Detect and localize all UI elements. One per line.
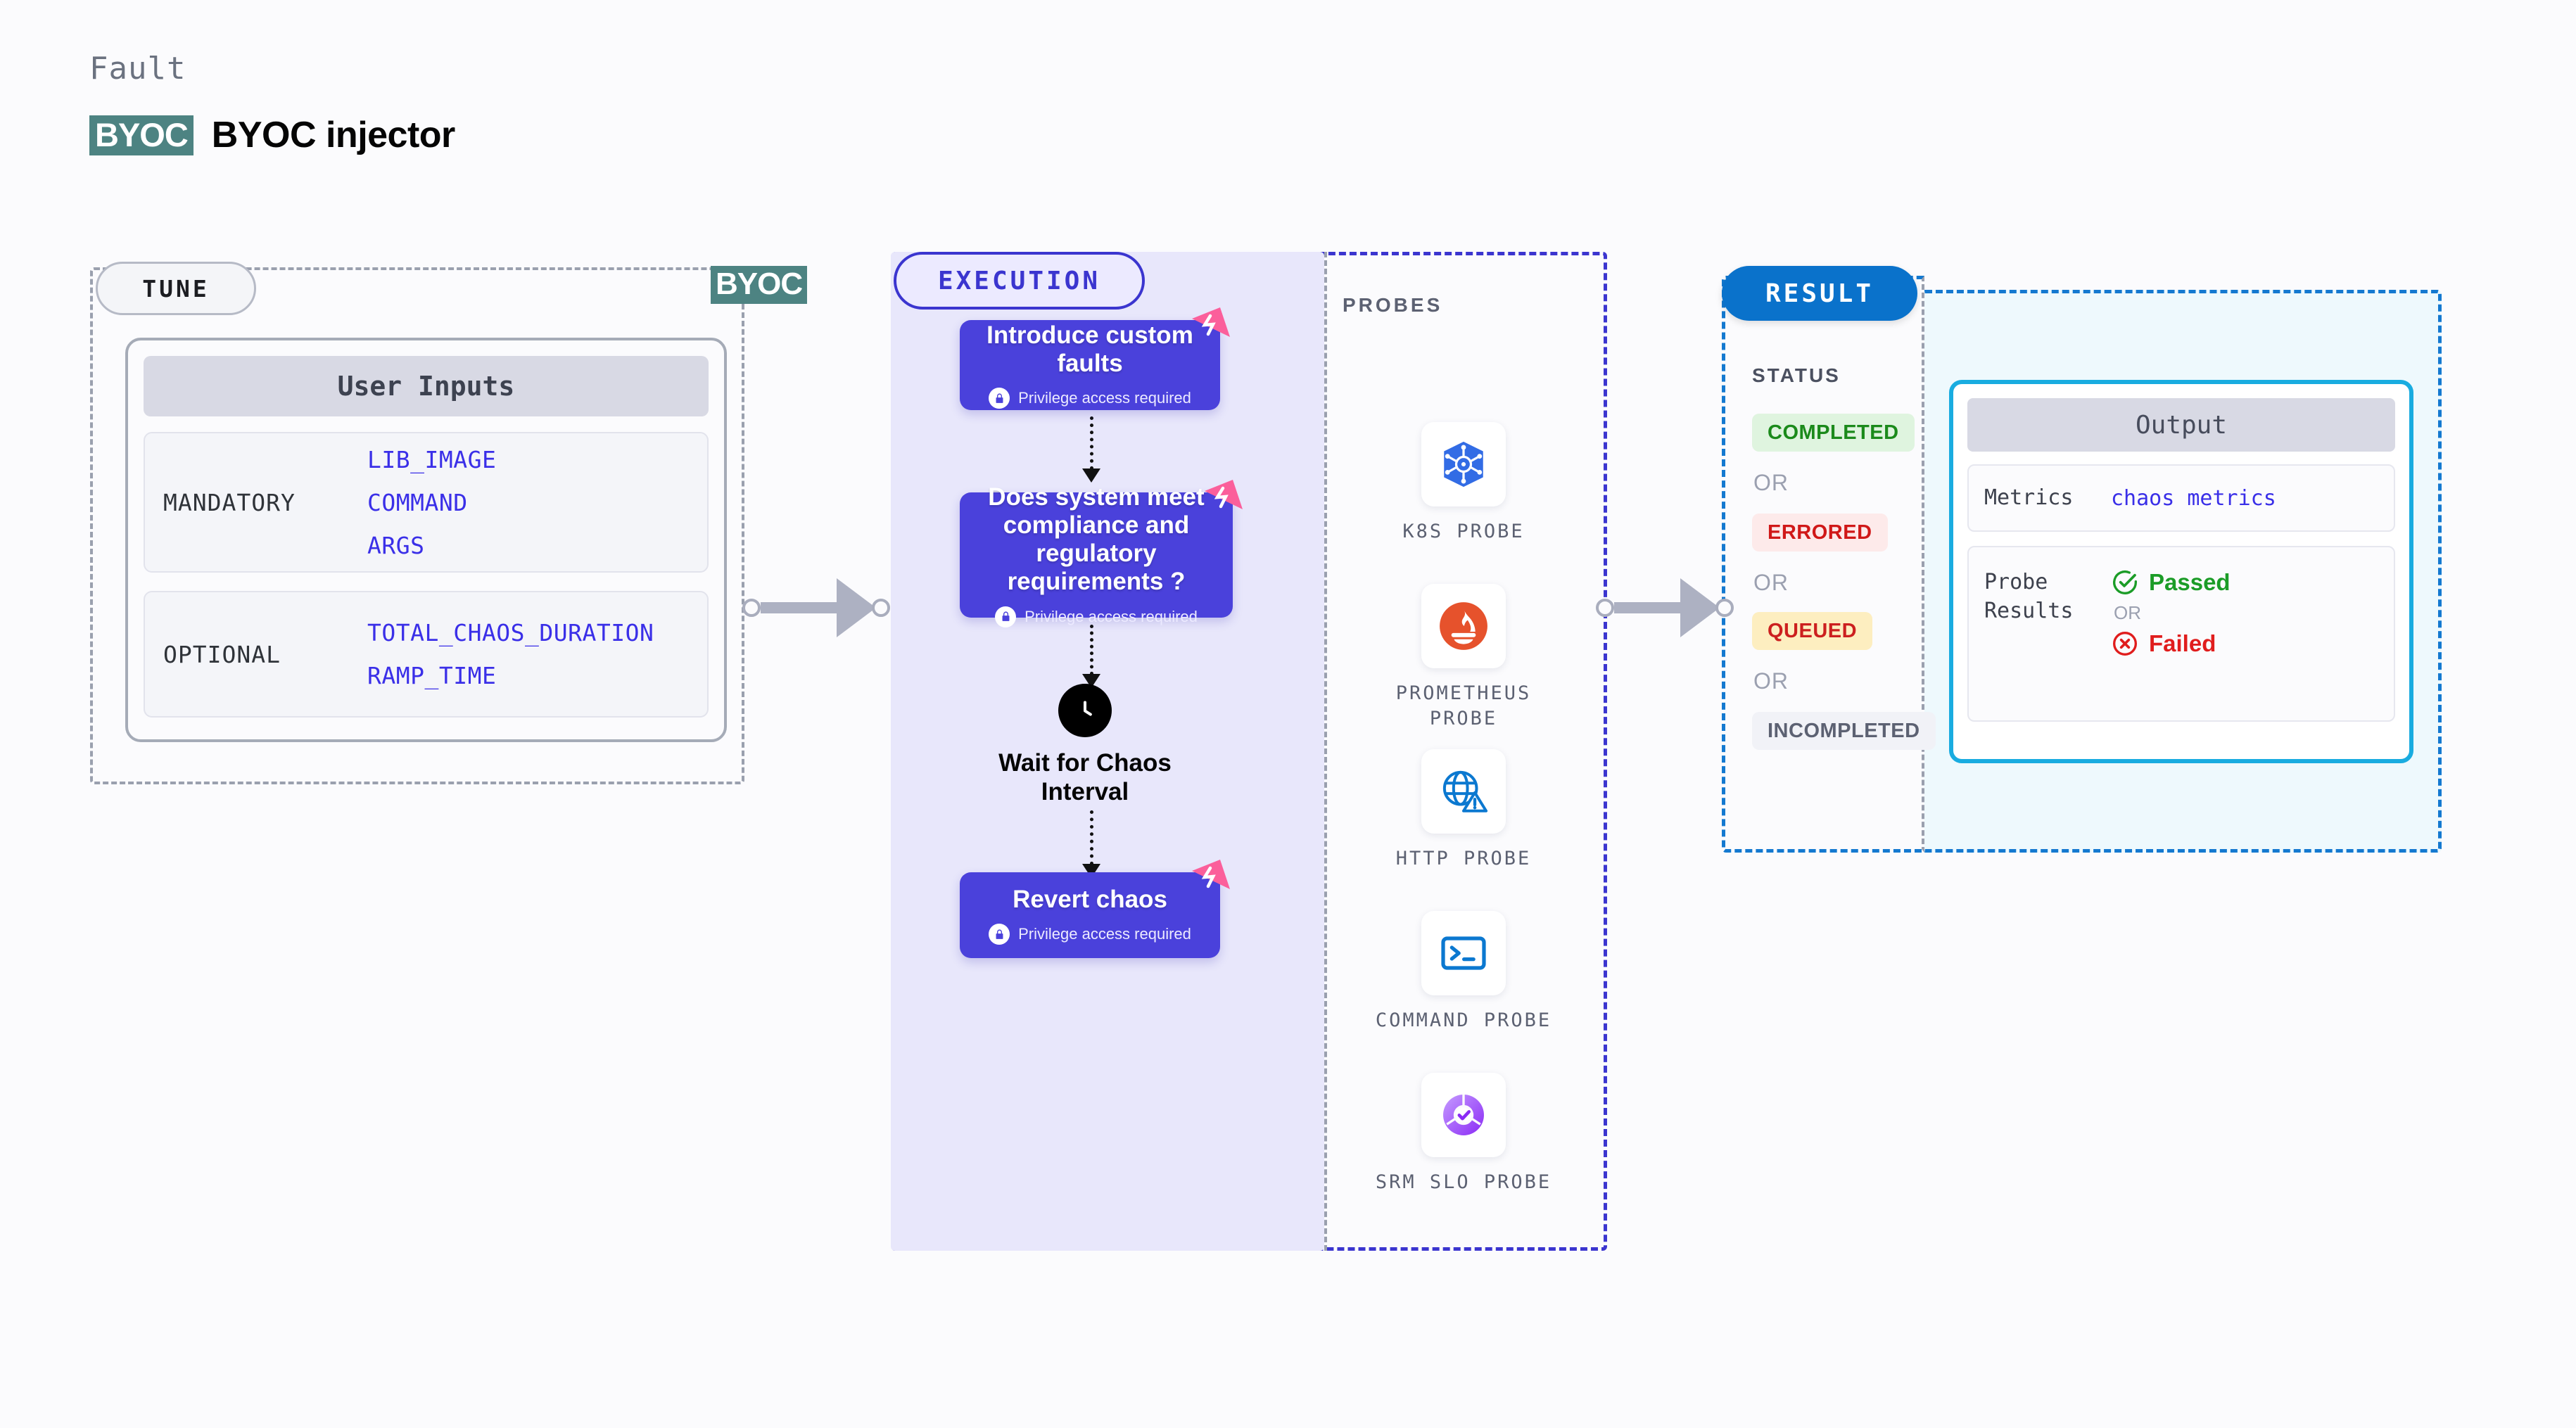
status-panel <box>1722 276 1924 853</box>
lock-icon <box>989 924 1010 945</box>
chaos-badge-icon <box>1192 307 1230 337</box>
check-circle-icon <box>2113 570 2137 594</box>
tune-pill: TUNE <box>96 262 256 315</box>
probe-results-or: OR <box>2114 602 2141 623</box>
node-title: Does system meet compliance and regulato… <box>988 483 1205 596</box>
connector-end-dot <box>1715 599 1734 617</box>
privilege-note: Privilege access required <box>995 606 1198 627</box>
connector-arrowhead <box>1680 578 1720 637</box>
byoc-badge: BYOC <box>89 115 193 155</box>
connector-tune-to-execution <box>742 578 897 637</box>
param-command[interactable]: COMMAND <box>367 488 468 516</box>
result-pill: RESULT <box>1722 266 1917 321</box>
param-args[interactable]: ARGS <box>367 531 425 559</box>
status-badge-errored: ERRORED <box>1752 514 1888 552</box>
arrow-line <box>1089 416 1093 470</box>
execution-probes-divider <box>1324 252 1327 1251</box>
node-title: Revert chaos <box>1013 885 1167 913</box>
probes-section-label: PROBES <box>1343 294 1443 316</box>
execution-fill <box>891 252 1324 1251</box>
param-total-chaos-duration[interactable]: TOTAL_CHAOS_DURATION <box>367 619 654 646</box>
privilege-text: Privilege access required <box>1018 925 1191 943</box>
wait-node-label: Wait for Chaos Interval <box>998 749 1172 806</box>
page-title-row: BYOC BYOC injector <box>89 114 455 156</box>
output-header: Output <box>1967 398 2395 452</box>
metrics-key: Metrics <box>1984 485 2074 510</box>
privilege-text: Privilege access required <box>1024 607 1198 625</box>
node-title: Introduce custom faults <box>986 321 1193 377</box>
status-badge-queued: QUEUED <box>1752 612 1873 650</box>
passed-label: Passed <box>2149 569 2231 595</box>
probe-result-passed: Passed <box>2111 568 2231 597</box>
metrics-value-link[interactable]: chaos metrics <box>2111 485 2276 511</box>
privilege-text: Privilege access required <box>1018 389 1191 407</box>
output-card: Output Metrics chaos metrics Probe Resul… <box>1949 380 2413 763</box>
chaos-badge-icon <box>1205 480 1243 509</box>
probe-k8s[interactable]: K8S PROBE <box>1372 422 1555 544</box>
probe-label: HTTP PROBE <box>1395 848 1532 869</box>
prometheus-icon <box>1421 584 1506 668</box>
connector-execution-to-result <box>1596 578 1737 637</box>
param-lib-image[interactable]: LIB_IMAGE <box>367 445 497 473</box>
status-or-3: OR <box>1753 668 1789 694</box>
clock-icon <box>1058 684 1112 737</box>
connector-arrowhead <box>837 578 876 637</box>
probe-result-failed: Failed <box>2111 630 2231 658</box>
page-title: BYOC injector <box>211 115 456 155</box>
status-section-label: STATUS <box>1752 364 1841 386</box>
arrow-line <box>1089 810 1093 865</box>
probe-label: COMMAND PROBE <box>1375 1009 1552 1031</box>
probe-label: PROMETHEUS PROBE <box>1395 682 1532 730</box>
execution-pill: EXECUTION <box>894 252 1145 310</box>
connector-line <box>1614 602 1682 613</box>
probe-label: K8S PROBE <box>1402 521 1525 542</box>
mandatory-label: MANDATORY <box>163 488 296 516</box>
arrow-wait-to-revert <box>1082 810 1100 878</box>
probe-srm-slo[interactable]: SRM SLO PROBE <box>1372 1073 1555 1195</box>
arrow-line <box>1089 625 1093 675</box>
status-or-1: OR <box>1753 470 1789 495</box>
node-revert-chaos[interactable]: Revert chaos Privilege access required <box>960 860 1230 958</box>
page-eyebrow: Fault <box>89 51 186 87</box>
probe-label: SRM SLO PROBE <box>1375 1171 1552 1193</box>
probe-results-key: Probe Results <box>1984 570 2074 623</box>
connector-start-dot <box>1596 599 1614 617</box>
lock-icon <box>995 606 1017 627</box>
tune-byoc-edge-badge: BYOC <box>711 266 808 305</box>
srm-slo-icon <box>1421 1073 1506 1157</box>
optional-group: OPTIONAL TOTAL_CHAOS_DURATION RAMP_TIME <box>144 591 709 718</box>
connector-end-dot <box>872 599 890 617</box>
user-inputs-header: User Inputs <box>144 356 709 416</box>
status-badge-completed: COMPLETED <box>1752 414 1915 452</box>
param-ramp-time[interactable]: RAMP_TIME <box>367 662 497 689</box>
node-compliance-check[interactable]: Does system meet compliance and regulato… <box>960 480 1243 627</box>
x-circle-icon <box>2113 632 2137 656</box>
privilege-note: Privilege access required <box>989 388 1191 409</box>
connector-start-dot <box>742 599 761 617</box>
terminal-icon <box>1421 911 1506 995</box>
kubernetes-icon <box>1421 422 1506 506</box>
status-badge-incompleted: INCOMPLETED <box>1752 712 1936 750</box>
node-introduce-custom-faults[interactable]: Introduce custom faults Privilege access… <box>960 307 1230 410</box>
arrow-head <box>1082 468 1100 483</box>
user-inputs-card: User Inputs MANDATORY LIB_IMAGE COMMAND … <box>125 338 727 742</box>
output-probe-results-row: Probe Results Passed OR Failed <box>1967 546 2395 722</box>
output-metrics-row: Metrics chaos metrics <box>1967 464 2395 532</box>
node-wait-for-chaos-interval[interactable]: Wait for Chaos Interval <box>986 684 1184 807</box>
connector-line <box>761 602 838 613</box>
status-or-2: OR <box>1753 570 1789 595</box>
probe-http[interactable]: HTTP PROBE <box>1372 749 1555 872</box>
failed-label: Failed <box>2149 630 2216 656</box>
http-globe-icon <box>1421 749 1506 834</box>
arrow-node2-to-wait <box>1082 625 1100 688</box>
chaos-badge-icon <box>1192 860 1230 889</box>
lock-icon <box>989 388 1010 409</box>
tune-panel <box>90 267 744 784</box>
mandatory-group: MANDATORY LIB_IMAGE COMMAND ARGS <box>144 432 709 573</box>
probe-command[interactable]: COMMAND PROBE <box>1372 911 1555 1033</box>
probe-prometheus[interactable]: PROMETHEUS PROBE <box>1372 584 1555 732</box>
arrow-node1-to-node2 <box>1082 416 1100 483</box>
optional-label: OPTIONAL <box>163 640 281 668</box>
privilege-note: Privilege access required <box>989 924 1191 945</box>
